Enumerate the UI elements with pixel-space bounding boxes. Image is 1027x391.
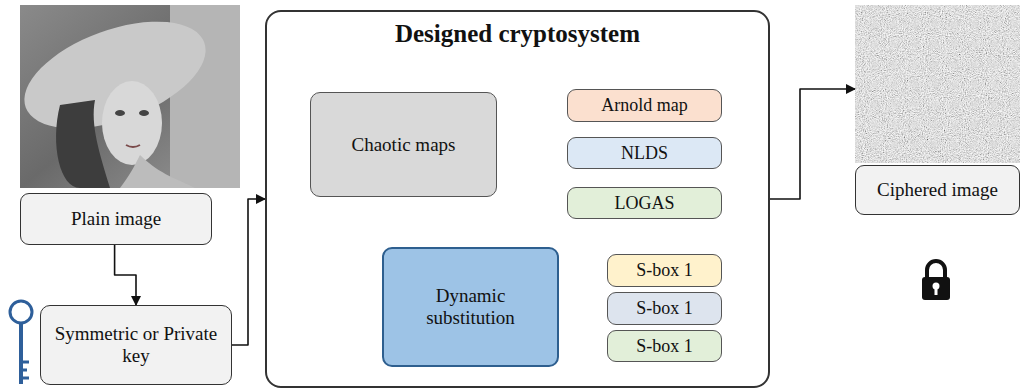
lock-icon: [920, 258, 952, 302]
output-image-node: Ciphered image: [855, 5, 1020, 215]
node-label: S-box 1: [636, 298, 693, 319]
key-icon: [4, 298, 38, 388]
node-label: Symmetric or Private key: [49, 323, 223, 367]
plain-photo: [20, 5, 240, 188]
node-label: LOGAS: [614, 193, 674, 214]
flow-arrow: [232, 199, 265, 345]
sbox-box: S-box 1: [607, 330, 722, 362]
map-box: NLDS: [567, 137, 722, 169]
process-box: Dynamic substitution: [382, 247, 559, 367]
node-label: NLDS: [621, 143, 668, 164]
node-label: Plain image: [71, 208, 161, 230]
map-box: LOGAS: [567, 187, 722, 219]
system-container: Designed cryptosystemChaotic maps Arnold …: [265, 10, 770, 388]
node-label: Chaotic maps: [352, 134, 456, 156]
cipher-noise: [855, 5, 1020, 163]
input-image-node: Plain image: [20, 5, 240, 245]
node-label: Arnold map: [601, 95, 687, 116]
sbox-box: S-box 1: [607, 292, 722, 325]
process-box: Chaotic maps: [310, 92, 497, 197]
node-label: Dynamic substitution: [392, 285, 549, 329]
container-heading: Designed cryptosystem: [267, 20, 768, 49]
sbox-box: S-box 1: [607, 254, 722, 287]
map-box: Arnold map: [567, 89, 722, 122]
label-box: Plain image: [20, 193, 212, 245]
flow-arrow: [115, 245, 136, 305]
key-box: Symmetric or Private key: [40, 305, 232, 385]
node-label: Ciphered image: [877, 179, 998, 201]
node-label: S-box 1: [636, 260, 693, 281]
flow-arrow: [770, 89, 855, 199]
label-box: Ciphered image: [855, 165, 1020, 215]
node-label: S-box 1: [636, 336, 693, 357]
